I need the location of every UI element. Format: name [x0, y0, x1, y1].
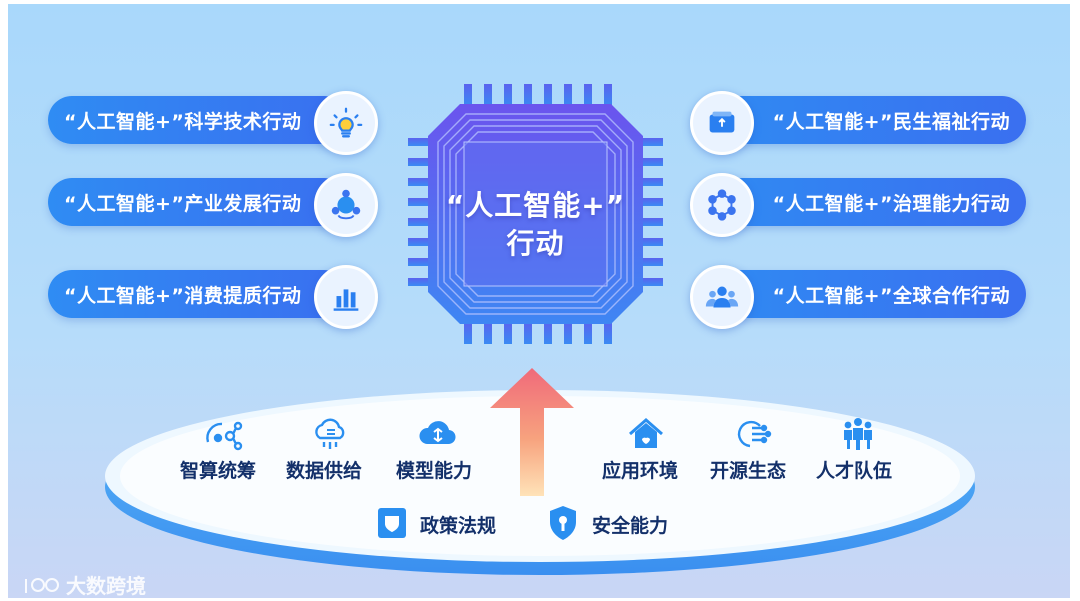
- lightbulb-icon: [314, 91, 378, 155]
- pill-science-tech: “人工智能+”科学技术行动: [48, 96, 348, 144]
- pill-label: “人工智能+”全球合作行动: [772, 284, 1010, 307]
- support-label: 政策法规: [420, 515, 497, 537]
- ai-chip: “人工智能+” 行动: [408, 84, 663, 344]
- foundation-label: 智算统筹: [180, 460, 257, 482]
- watermark-logo-icon: [25, 577, 59, 593]
- pill-label: “人工智能+”科学技术行动: [64, 110, 302, 133]
- pill-label: “人工智能+”产业发展行动: [64, 192, 302, 215]
- foundation-label: 开源生态: [710, 460, 787, 482]
- model-cloud-icon: [419, 421, 456, 445]
- wallet-icon: [690, 91, 754, 155]
- watermark-text: 大数跨境: [66, 574, 146, 598]
- foundation-label: 应用环境: [602, 460, 679, 482]
- team-icon: [844, 418, 872, 450]
- chip-title-line2: 行动: [506, 227, 565, 260]
- foundation-label: 人才队伍: [816, 460, 893, 482]
- pill-consumption: “人工智能+”消费提质行动: [48, 270, 348, 318]
- shield-icon: [378, 508, 406, 538]
- watermark: 大数跨境: [22, 570, 146, 598]
- open-source-icon: [737, 420, 772, 448]
- infographic-canvas: “人工智能+”科学技术行动 “人工智能+”产业发展行动 “人工智能+”消费提质行…: [8, 4, 1070, 598]
- chip-title-line1: “人工智能+”: [445, 189, 626, 222]
- home-icon: [629, 418, 663, 448]
- platform-base: [105, 368, 975, 575]
- pill-label: “人工智能+”消费提质行动: [64, 284, 302, 307]
- upward-arrow: [490, 368, 574, 496]
- foundation-label: 数据供给: [286, 460, 363, 482]
- people-network-icon: [314, 173, 378, 237]
- compute-share-icon: [206, 421, 243, 451]
- pill-label: “人工智能+”民生福祉行动: [772, 110, 1010, 133]
- pill-industry: “人工智能+”产业发展行动: [48, 178, 348, 226]
- group-people-icon: [690, 265, 754, 329]
- network-nodes-icon: [690, 173, 754, 237]
- support-label: 安全能力: [592, 515, 669, 537]
- security-shield-icon: [550, 506, 576, 540]
- bar-chart-icon: [314, 265, 378, 329]
- foundation-label: 模型能力: [396, 460, 473, 482]
- pill-label: “人工智能+”治理能力行动: [772, 192, 1010, 215]
- data-cloud-icon: [315, 418, 345, 449]
